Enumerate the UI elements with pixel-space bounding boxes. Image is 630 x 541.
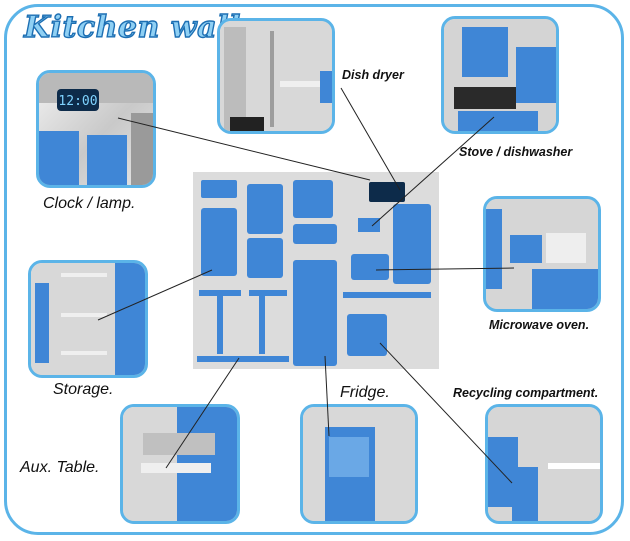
storage-thumbnail [28,260,148,378]
label-clock-lamp: Clock / lamp. [43,195,136,212]
clock-display-box [57,89,99,111]
label-storage: Storage. [53,381,114,398]
dish-dryer-thumbnail [217,18,335,134]
outer-frame [4,4,624,535]
fridge-thumbnail [300,404,418,524]
clock-display: 12:00 [58,94,97,109]
stove-dishwasher-thumbnail [441,16,559,134]
microwave-oven-thumbnail [483,196,601,312]
page-title: Kitchen wall [23,9,241,45]
clock-lamp-thumbnail: 12:00 [36,70,156,188]
aux-table-thumbnail [120,404,240,524]
label-dish-dryer: Dish dryer [342,68,404,82]
label-microwave-oven: Microwave oven. [489,318,590,332]
label-recycling-compartment: Recycling compartment. [453,386,599,400]
label-aux-table: Aux. Table. [20,459,100,476]
recycling-compartment-thumbnail [485,404,603,524]
label-fridge: Fridge. [340,384,390,401]
kitchen-wall-plan [193,172,439,369]
label-stove-dishwasher: Stove / dishwasher [459,145,573,159]
